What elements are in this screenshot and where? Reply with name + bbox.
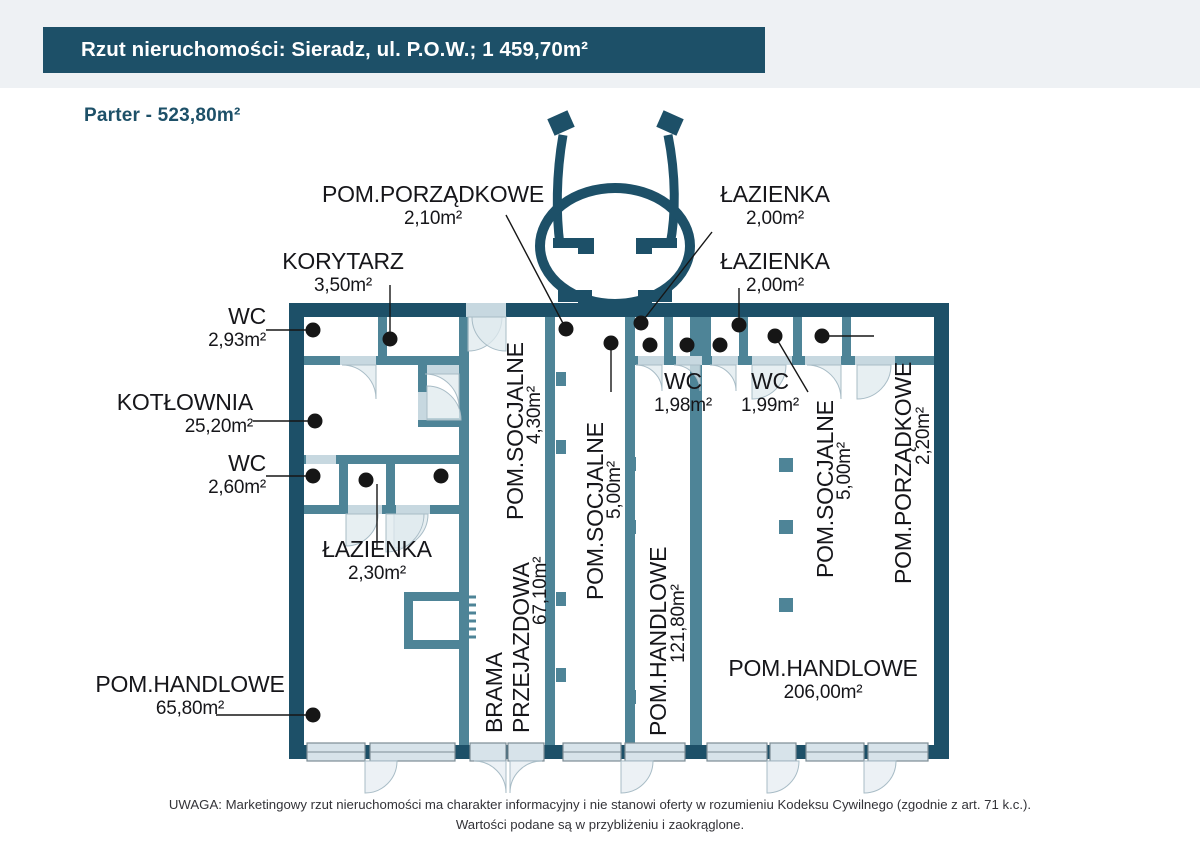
door-openings [306, 303, 895, 514]
label-lazienka-top-right-2: ŁAZIENKA 2,00m² [720, 248, 830, 296]
label-lazienka-left: ŁAZIENKA 2,30m² [322, 536, 432, 584]
label-wc-1-98: WC 1,98m² [654, 368, 712, 416]
disclaimer-footer: UWAGA: Marketingowy rzut nieruchomości m… [0, 795, 1200, 835]
label-wc-2-93: WC 2,93m² [208, 303, 266, 351]
bay-tip-right [656, 110, 684, 136]
disclaimer-line-1: UWAGA: Marketingowy rzut nieruchomości m… [168, 797, 1032, 812]
label-korytarz: KORYTARZ 3,50m² [282, 248, 404, 296]
bay-foot-l [578, 290, 592, 306]
bay-dot-r [636, 238, 652, 254]
wall-pilasters [556, 372, 793, 704]
bay-foot-r [638, 290, 652, 306]
label-brama-area: 67,10m² [530, 556, 551, 625]
label-pom-handlowe-121-area: 121,80m² [668, 584, 689, 663]
label-wc-1-99: WC 1,99m² [741, 368, 799, 416]
label-pom-handlowe-206: POM.HANDLOWE 206,00m² [728, 655, 918, 703]
shopfront-openings [306, 742, 929, 794]
label-lazienka-top-right-1: ŁAZIENKA 2,00m² [720, 181, 830, 229]
label-pom-socjalne-5-00-right-area: 5,00m² [834, 442, 855, 500]
title-bar: Rzut nieruchomości: Sieradz, ul. P.O.W.;… [43, 27, 765, 73]
label-wc-2-60: WC 2,60m² [208, 450, 266, 498]
label-pom-porzadkowe-2-20: POM.PORZĄDKOWE [890, 361, 916, 584]
label-pom-porzadkowe-top: POM.PORZĄDKOWE 2,10m² [321, 181, 545, 229]
bay-stub-l [553, 238, 579, 248]
door-swing-arcs [341, 316, 892, 553]
label-brama-line1: BRAMA [481, 652, 507, 733]
bay-stub-r [651, 238, 677, 248]
label-pom-socjalne-5-00-mid-area: 5,00m² [604, 461, 625, 519]
page-title: Rzut nieruchomości: Sieradz, ul. P.O.W.;… [81, 38, 589, 61]
bay-tip-left [547, 110, 575, 136]
leader-lines [216, 214, 874, 716]
label-pom-handlowe-65: POM.HANDLOWE 65,80m² [95, 671, 285, 719]
label-pom-socjalne-4-30-area: 4,30m² [524, 386, 545, 444]
label-kotlownia: KOTŁOWNIA 25,20m² [116, 389, 253, 437]
floor-subtitle: Parter - 523,80m² [84, 105, 241, 126]
gate-hatch-icon [459, 595, 476, 639]
disclaimer-line-2: Wartości podane są w przybliżeniu i zaok… [455, 817, 745, 832]
bay-base-l [558, 290, 578, 302]
bay-dot-l [578, 238, 594, 254]
label-pom-porzadkowe-2-20-area: 2,20m² [913, 407, 934, 465]
entrance-bay-ornament [552, 134, 679, 246]
leader-dots [305, 315, 830, 723]
